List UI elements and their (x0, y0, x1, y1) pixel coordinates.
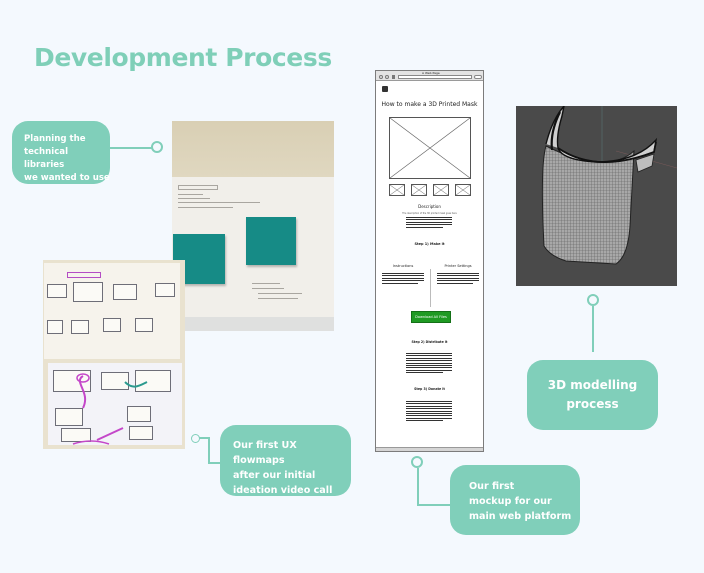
window-title: A Web Page (422, 71, 440, 75)
annotation-libraries: Planning the technical libraries we want… (12, 121, 110, 184)
description-title: Description (418, 204, 441, 209)
connector-line (592, 306, 594, 352)
annotation-line: Planning the (24, 134, 86, 144)
annotation-line: main web platform (469, 511, 572, 522)
thumbnail-placeholder (433, 184, 449, 196)
step1-title: Step 1) Make it (414, 242, 445, 246)
annotation-line: after our initial (233, 470, 316, 481)
thumbnail-placeholder (389, 184, 405, 196)
connector-line (208, 462, 222, 464)
connector-line (417, 468, 419, 506)
printer-settings-title: Printer Settings (444, 264, 472, 268)
annotation-line: we wanted to use (24, 173, 110, 183)
annotation-flowmaps: Our first UX flowmaps after our initial … (220, 425, 351, 496)
3d-render-image (516, 106, 677, 286)
annotation-mockup: Our first mockup for our main web platfo… (450, 465, 580, 535)
annotation-line: process (566, 397, 619, 411)
instructions-title: Instructions (392, 264, 414, 268)
browser-bar: A Web Page (376, 71, 483, 81)
connector-node-icon (411, 456, 423, 468)
connector-node-icon (587, 294, 599, 306)
annotation-line: ideation video call (233, 485, 333, 496)
sticky-notes-photo (172, 121, 334, 331)
connector-node-icon (151, 141, 163, 153)
annotation-3d-modelling: 3D modelling process (527, 360, 658, 430)
mockup-heading: How to make a 3D Printed Mask (381, 101, 478, 108)
annotation-line: Our first (469, 481, 515, 492)
step2-title: Step 2) Distribute it (411, 340, 448, 344)
description-sub: The description of the 3D printed mask g… (402, 212, 457, 215)
connector-line (199, 437, 209, 439)
connector-line (417, 504, 451, 506)
page-title: Development Process (34, 43, 332, 72)
thumbnail-placeholder (411, 184, 427, 196)
sticky-note (246, 217, 296, 265)
step3-title: Step 3) Donate it (414, 387, 445, 391)
web-mockup: A Web Page How to make a 3D Printed Mask… (375, 70, 484, 452)
download-all-files-button[interactable]: Download All Files (411, 311, 451, 323)
thumbnail-placeholder (455, 184, 471, 196)
connector-line (208, 437, 210, 463)
annotation-line: technical libraries (24, 147, 69, 170)
annotation-line: 3D modelling (547, 378, 638, 392)
connector-node-icon (191, 434, 200, 443)
logo-icon (382, 86, 388, 92)
scrollbar[interactable] (376, 447, 483, 451)
connector-line (108, 147, 152, 149)
flowmap-photo (43, 260, 185, 449)
annotation-line: Our first UX flowmaps (233, 440, 297, 466)
image-placeholder (389, 117, 471, 179)
annotation-line: mockup for our (469, 496, 552, 507)
